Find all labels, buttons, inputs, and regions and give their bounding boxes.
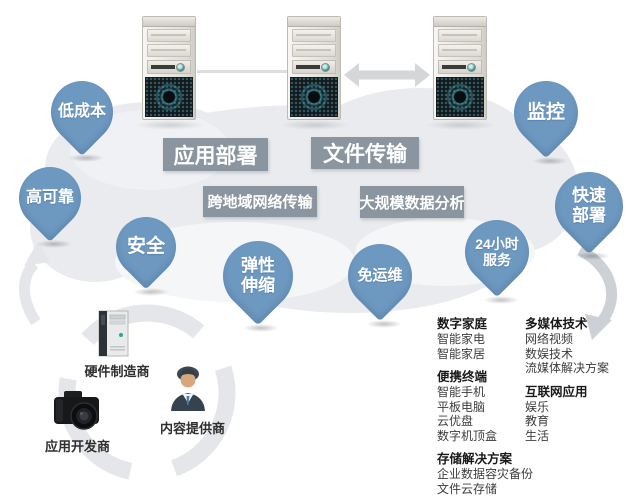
- feature-bubble-label: 快速 部署: [572, 186, 606, 225]
- server-front-panel: [147, 60, 191, 74]
- feature-bubble-monitoring: 监控: [500, 67, 592, 165]
- application-item: 企业数据容灾备份: [437, 467, 534, 481]
- application-item: 智能家电: [437, 332, 486, 346]
- server-power-button-icon: [321, 63, 330, 72]
- application-group: 便携终端 智能手机 平板电脑 云优盘 数字机顶盒: [437, 370, 533, 443]
- feature-bubble-label: 弹性 伸缩: [241, 256, 275, 295]
- server-floppy-slot: [151, 65, 175, 69]
- computer-tower-icon: [92, 310, 134, 363]
- server-front-panel: [292, 60, 336, 74]
- server-cap: [143, 17, 195, 27]
- server-double-arrow: [344, 63, 430, 87]
- application-item: 娱乐: [525, 399, 550, 414]
- server-fan-grille: [436, 77, 484, 117]
- ecosystem-role-label: 硬件制造商: [84, 364, 150, 379]
- server-front-panel: [438, 60, 482, 74]
- application-item: 云优盘: [437, 414, 474, 428]
- server-drive-bay: [292, 44, 336, 57]
- application-list-column-2: 多媒体技术 网络视频 数娱技术 流媒体解决方案 互联网应用 娱乐 教育 生活: [525, 317, 609, 452]
- server-cap: [288, 17, 340, 27]
- service-box-file-transfer: 文件传输: [311, 137, 419, 169]
- ecosystem-role-label: 应用开发商: [45, 439, 111, 454]
- feature-bubble-label: 低成本: [57, 102, 106, 120]
- feature-bubble-label: 免运维: [357, 267, 403, 285]
- server-tower-icon: [426, 16, 496, 130]
- feature-bubble-label: 监控: [526, 102, 565, 124]
- server-fan-grille: [290, 77, 338, 117]
- feature-bubble-security: 安全: [103, 204, 189, 296]
- application-group-header: 数字家庭: [437, 317, 488, 331]
- application-group-header: 多媒体技术: [525, 317, 588, 331]
- feature-bubble-elastic-scaling: 弹性 伸缩: [208, 226, 308, 332]
- server-link-line: [197, 70, 287, 73]
- application-group: 多媒体技术 网络视频 数娱技术 流媒体解决方案: [525, 317, 609, 376]
- feature-bubble-high-reliability: 高可靠: [6, 154, 94, 249]
- ecosystem-role-label: 内容提供商: [160, 421, 226, 436]
- server-power-button-icon: [176, 63, 185, 72]
- application-group: 存储解决方案 企业数据容灾备份 文件云存储: [437, 452, 533, 496]
- service-box-large-scale-data-analysis: 大规模数据分析: [360, 186, 465, 218]
- server-tower-icon: [280, 16, 350, 130]
- service-box-app-deployment: 应用部署: [163, 138, 268, 171]
- application-item: 文件云存储: [437, 481, 498, 496]
- server-floppy-slot: [296, 65, 320, 69]
- feature-bubble-24h-service: 24小时 服务: [451, 206, 543, 304]
- application-item: 数字机顶盒: [437, 428, 498, 443]
- server-fan-grille: [145, 77, 193, 117]
- server-drive-bay: [147, 44, 191, 57]
- application-item: 数娱技术: [525, 346, 574, 361]
- service-box-cross-region-network-transfer: 跨地域网络传输: [203, 186, 317, 217]
- server-drive-bay: [438, 44, 482, 57]
- application-item: 流媒体解决方案: [525, 361, 610, 375]
- cloud-to-apps-arrowhead: [585, 314, 612, 340]
- server-fan-icon: [299, 82, 329, 112]
- application-item: 生活: [525, 428, 550, 443]
- application-item: 教育: [525, 414, 550, 428]
- server-cap: [434, 17, 486, 27]
- feature-bubble-label: 高可靠: [25, 188, 74, 206]
- application-item: 平板电脑: [437, 399, 486, 414]
- application-group: 数字家庭 智能家电 智能家居: [437, 317, 533, 361]
- server-drive-bay: [147, 29, 191, 42]
- cloud-to-apps-arrow: [577, 245, 618, 328]
- businessman-icon: [169, 365, 207, 416]
- application-group-header: 便携终端: [437, 370, 488, 384]
- camera-icon: [52, 390, 102, 437]
- feature-bubble-low-cost: 低成本: [38, 68, 126, 163]
- server-drive-bay: [292, 29, 336, 42]
- server-power-button-icon: [467, 63, 476, 72]
- server-floppy-slot: [442, 65, 466, 69]
- cycle-to-cloud-arrow: [19, 260, 41, 326]
- application-item: 智能家居: [437, 346, 486, 361]
- server-drive-bay: [438, 29, 482, 42]
- feature-bubble-rapid-deployment: 快速 部署: [540, 157, 638, 261]
- server-tower-icon: [135, 16, 205, 130]
- application-group-header: 互联网应用: [525, 384, 588, 399]
- application-item: 智能手机: [437, 385, 486, 399]
- feature-bubble-maintenance-free: 免运维: [334, 230, 426, 328]
- application-group: 互联网应用 娱乐 教育 生活: [525, 385, 609, 444]
- application-list-column-1: 数字家庭 智能家电 智能家居 便携终端 智能手机 平板电脑 云优盘 数字机顶盒 …: [437, 317, 533, 503]
- application-group-header: 存储解决方案: [437, 452, 513, 466]
- server-fan-icon: [154, 82, 184, 112]
- server-fan-icon: [445, 82, 475, 112]
- application-item: 网络视频: [525, 332, 574, 346]
- feature-bubble-label: 24小时 服务: [475, 235, 519, 268]
- cycle-to-cloud-arrowhead: [24, 241, 50, 266]
- feature-bubble-label: 安全: [126, 236, 165, 258]
